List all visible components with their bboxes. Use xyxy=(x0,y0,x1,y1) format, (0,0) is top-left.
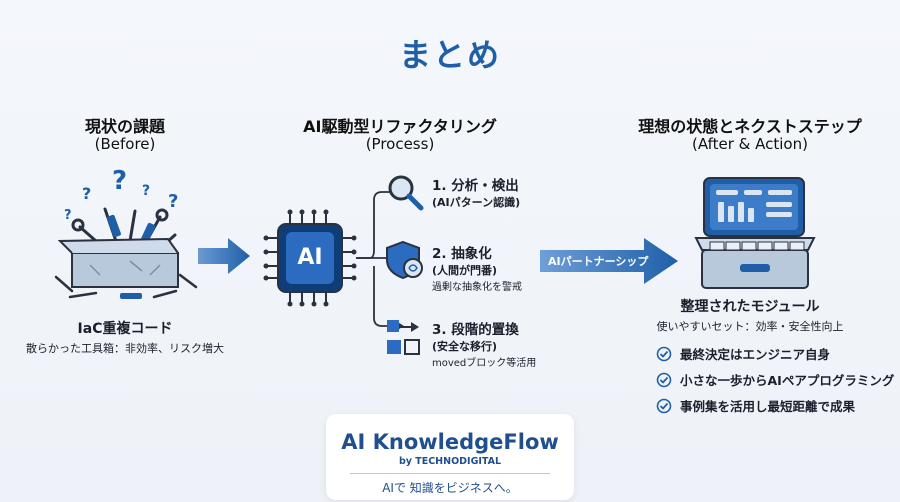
check-circle-icon xyxy=(656,372,672,387)
svg-text:?: ? xyxy=(168,191,178,212)
process-title: AI駆動型リファクタリング xyxy=(303,117,497,136)
before-caption: IaC重複コード xyxy=(77,321,173,337)
step-3-title: 3. 段階的置換 xyxy=(432,322,519,338)
action-checklist: 最終決定はエンジニア自身 小さな一歩からAIペアプログラミング 事例集を活用し最… xyxy=(656,344,894,415)
after-note: 使いやすいセット：効率・安全性向上 xyxy=(656,320,844,333)
process-subtitle: (Process) xyxy=(365,135,435,153)
step-2: 2. 抽象化 (人間が門番) 過剰な抽象化を警戒 xyxy=(432,242,522,293)
brand-tagline: AIで 知識をビジネスへ。 xyxy=(382,481,518,495)
brand-by: by TECHNODIGITAL xyxy=(398,456,502,467)
organized-toolbox-icon xyxy=(694,177,816,289)
step-3-note: movedブロック等活用 xyxy=(432,358,537,369)
checklist-item: 事例集を活用し最短距離で成果 xyxy=(656,396,894,415)
messy-toolbox-icon: ? ? ? ? ? xyxy=(54,166,198,299)
step-2-sub: (人間が門番) xyxy=(432,264,498,277)
checklist-item: 最終決定はエンジニア自身 xyxy=(656,344,894,363)
after-title: 理想の状態とネクストステップ xyxy=(638,117,862,136)
shield-brain-icon xyxy=(386,240,423,280)
check-circle-icon xyxy=(656,398,672,413)
partnership-label: AIパートナーシップ xyxy=(548,255,649,268)
right-arrow-icon xyxy=(198,238,250,274)
step-2-title: 2. 抽象化 xyxy=(432,246,492,262)
checklist-item-text: 小さな一歩からAIペアプログラミング xyxy=(680,373,895,388)
ai-chip-icon xyxy=(263,209,357,307)
question-mark-icon: ? xyxy=(112,166,127,196)
replace-blocks-icon xyxy=(387,320,420,355)
svg-text:?: ? xyxy=(64,208,72,223)
step-3: 3. 段階的置換 (安全な移行) movedブロック等活用 xyxy=(432,318,536,369)
check-circle-icon xyxy=(656,346,672,361)
checklist-item: 小さな一歩からAIペアプログラミング xyxy=(656,370,894,389)
checklist-item-text: 事例集を活用し最短距離で成果 xyxy=(680,399,856,414)
magnifier-icon xyxy=(388,175,424,211)
step-2-note: 過剰な抽象化を警戒 xyxy=(432,282,522,293)
svg-text:?: ? xyxy=(82,184,91,203)
brand-divider xyxy=(350,473,550,474)
before-subtitle: (Before) xyxy=(94,135,156,153)
brand-name: AI KnowledgeFlow xyxy=(341,430,559,454)
step-1: 1. 分析・検出 (AIパターン認識) xyxy=(432,174,520,210)
step-1-title: 1. 分析・検出 xyxy=(432,178,519,194)
ai-chip-label: AI xyxy=(297,245,323,270)
step-3-sub: (安全な移行) xyxy=(432,340,498,353)
after-subtitle: (After & Action) xyxy=(692,135,808,153)
partnership-arrow xyxy=(540,238,678,284)
after-caption: 整理されたモジュール xyxy=(680,299,820,315)
before-note: 散らかった工具箱：非効率、リスク増大 xyxy=(26,342,224,355)
svg-text:?: ? xyxy=(142,183,150,199)
step-1-sub: (AIパターン認識) xyxy=(432,196,521,209)
brand-card: AI KnowledgeFlow by TECHNODIGITAL AIで 知識… xyxy=(326,414,574,500)
checklist-item-text: 最終決定はエンジニア自身 xyxy=(680,347,831,362)
before-title: 現状の課題 xyxy=(84,117,165,136)
page-title: まとめ xyxy=(398,36,501,74)
